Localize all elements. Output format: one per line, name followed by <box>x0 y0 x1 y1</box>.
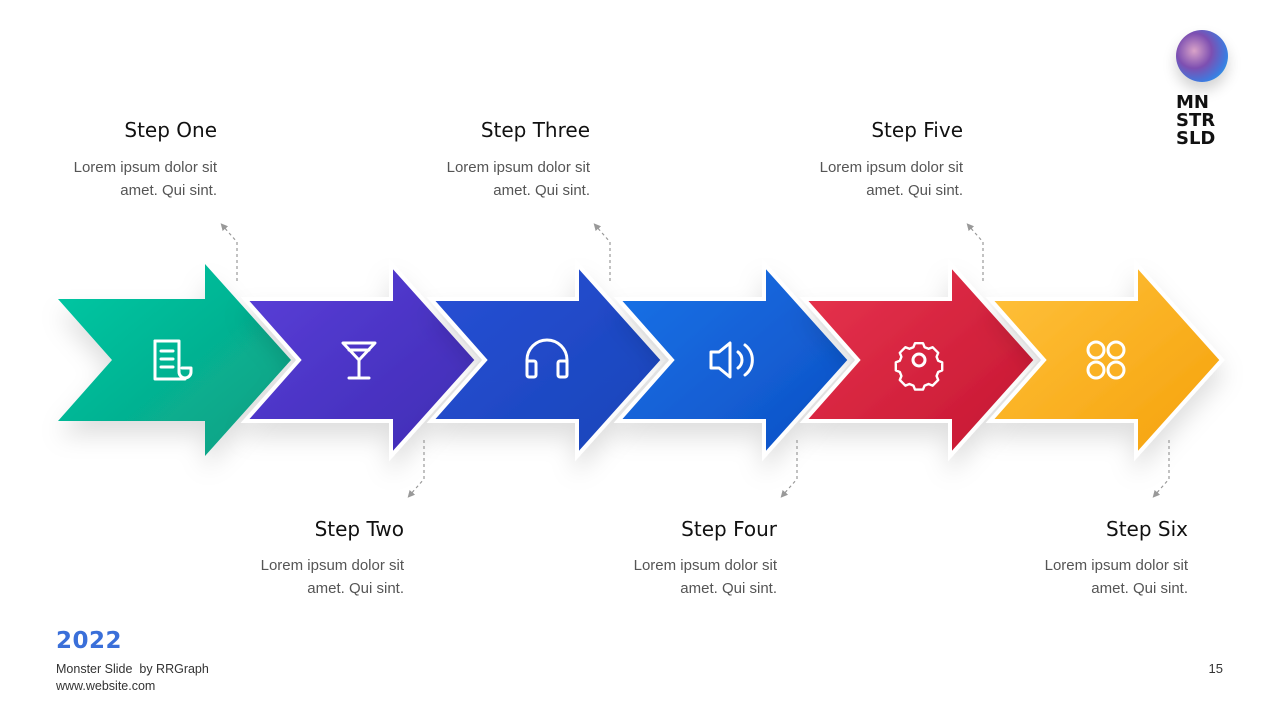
arrow-step-4 <box>613 258 853 462</box>
footer-year: 2022 <box>56 628 123 654</box>
speaker-icon <box>709 341 754 379</box>
page-number: 15 <box>1208 661 1223 676</box>
arrow-step-3 <box>426 258 666 462</box>
gear-icon <box>894 342 944 391</box>
connectors <box>220 223 1170 498</box>
document-icon <box>153 339 193 381</box>
connector-step-5 <box>966 223 984 281</box>
connector-step-4 <box>780 440 798 498</box>
brand-name: MN STR SLD <box>1176 92 1216 149</box>
step-5-title: Step Five <box>871 118 963 142</box>
connector-step-2 <box>407 440 425 498</box>
footer-credit: Monster Slide by RRGraph <box>56 662 209 676</box>
step-1-title: Step One <box>124 118 217 142</box>
step-3-title: Step Three <box>480 118 590 142</box>
step-6-title: Step Six <box>1106 517 1188 541</box>
step-4-title: Step Four <box>681 517 777 541</box>
cocktail-glass-icon <box>341 341 377 380</box>
connector-step-1 <box>220 223 238 281</box>
brand-logo <box>1176 30 1228 82</box>
arrow-step-5 <box>799 258 1039 462</box>
arrow-step-6 <box>985 258 1225 462</box>
connector-step-6 <box>1152 440 1170 498</box>
footer-website: www.website.com <box>56 679 156 693</box>
headphones-icon <box>525 338 569 379</box>
arrow-step-1 <box>58 264 291 456</box>
grid-circles-icon <box>1086 340 1126 380</box>
step-2-title: Step Two <box>314 517 404 541</box>
connector-step-3 <box>593 223 611 281</box>
